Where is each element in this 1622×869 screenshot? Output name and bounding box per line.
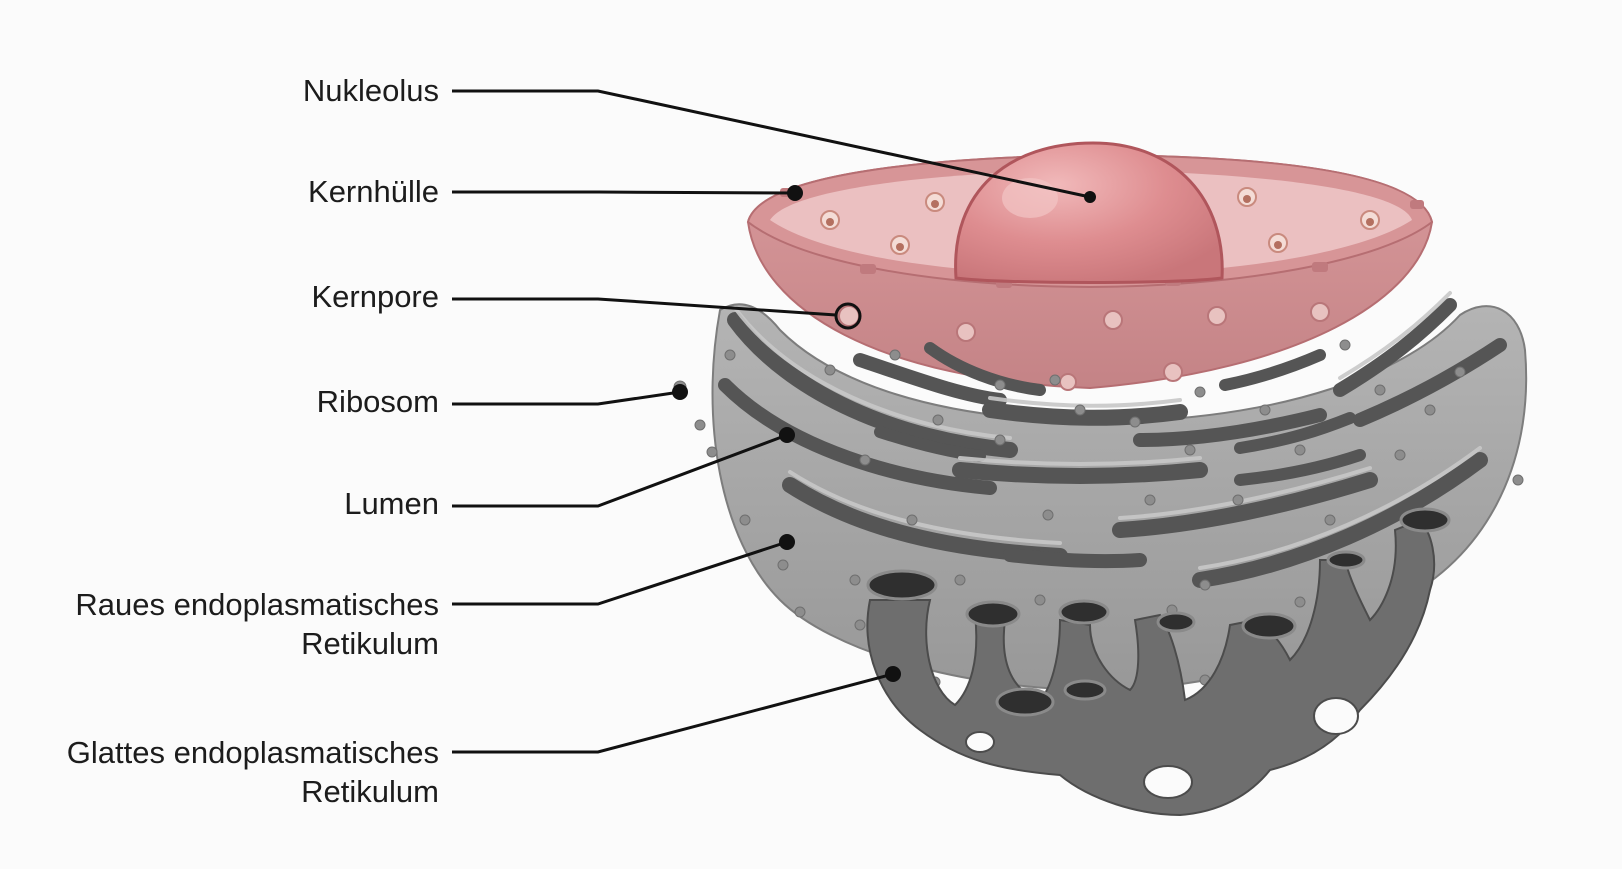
label-nuclear-envelope: Kernhülle — [308, 174, 439, 209]
leader-line-nuclear-pore — [452, 297, 837, 317]
endpoint-nucleolus — [1084, 191, 1096, 203]
label-nucleolus: Nukleolus — [302, 73, 439, 108]
leader-lines — [452, 89, 1091, 754]
label-ribosome: Ribosom — [316, 384, 439, 419]
leader-line-ribosome — [452, 390, 681, 406]
leader-line-rough-er — [452, 540, 788, 606]
endpoint-nuclear-pore — [834, 302, 862, 330]
endpoint-ribosome — [672, 384, 688, 400]
nuclear-pores-outer — [838, 302, 1330, 391]
label-lumen: Lumen — [344, 486, 439, 521]
label-rough-er: Raues endoplasmatisches Retikulum — [75, 587, 439, 661]
label-nuclear-pore: Kernpore — [311, 279, 439, 314]
leader-line-smooth-er — [452, 672, 894, 754]
leader-line-nucleolus — [452, 89, 1091, 199]
endpoint-rough-er — [779, 534, 795, 550]
endpoint-lumen — [779, 427, 795, 443]
leader-line-lumen — [452, 433, 788, 508]
label-smooth-er: Glattes endoplasmatisches Retikulum — [66, 735, 439, 809]
smooth-er — [866, 507, 1451, 817]
endpoint-smooth-er — [885, 666, 901, 682]
leader-line-nuclear-envelope — [452, 190, 796, 195]
nucleus — [746, 141, 1434, 391]
leader-endpoints — [672, 185, 1096, 682]
endpoint-nuclear-envelope — [787, 185, 803, 201]
